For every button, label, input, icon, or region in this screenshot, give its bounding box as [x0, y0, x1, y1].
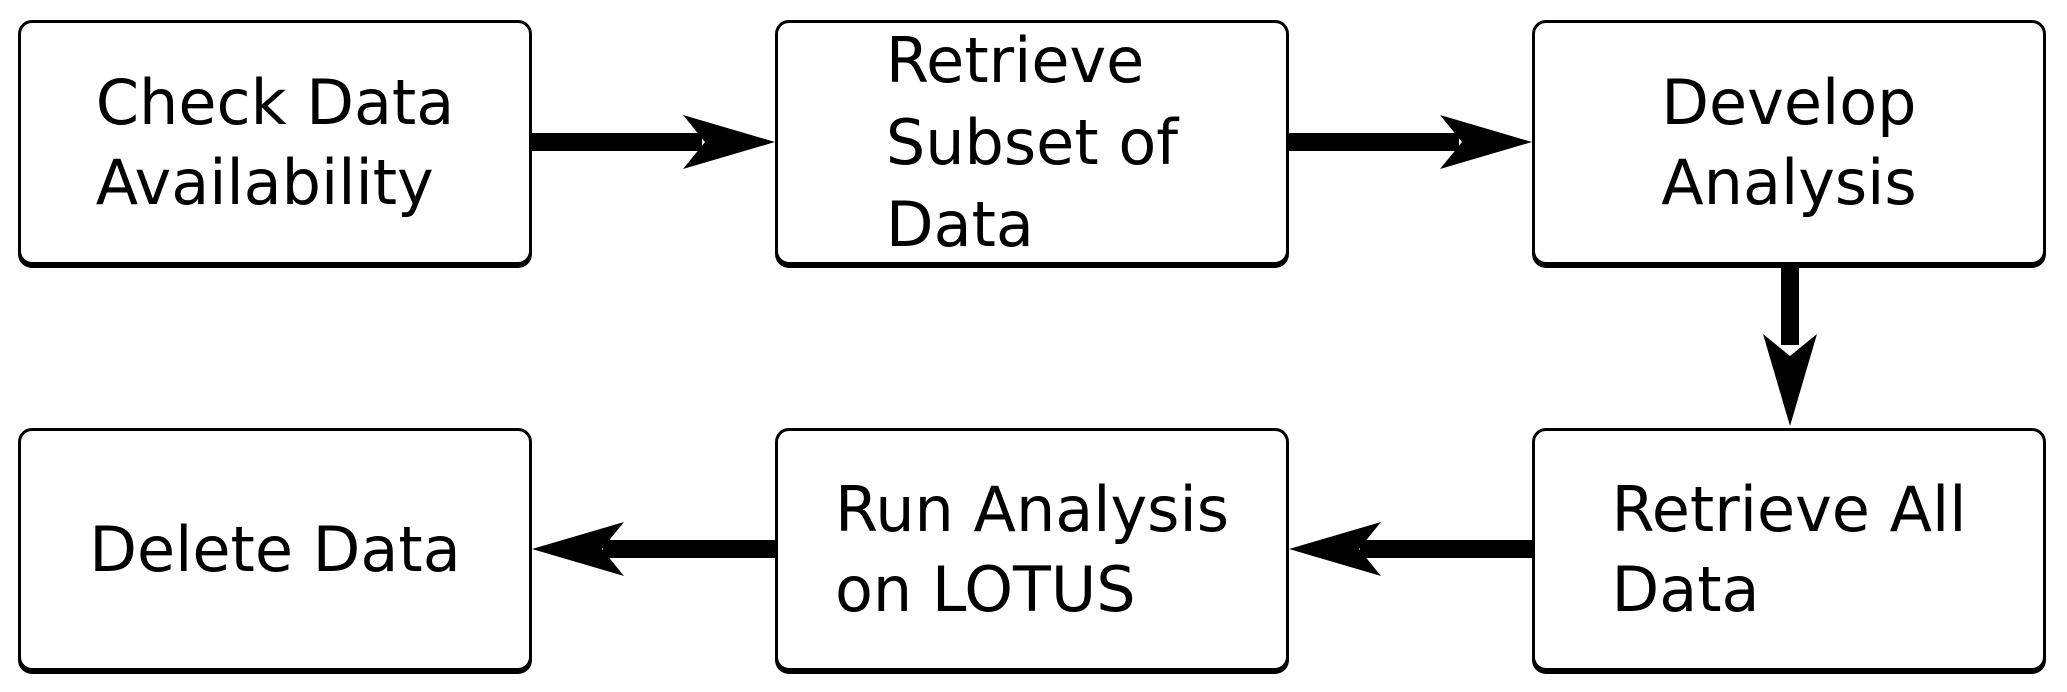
- step-label-line: Check Data: [95, 65, 455, 139]
- step-label-line: on LOTUS: [834, 552, 1136, 626]
- step-label-line: Data: [885, 187, 1034, 261]
- arrow-retrieve-all-to-run: [1289, 522, 1532, 576]
- arrow-develop-to-retrieve-all: [1763, 265, 1817, 426]
- step-retrieve-subset: Retrieve Subset of Data: [775, 20, 1289, 265]
- arrow-retrieve-subset-to-develop: [1289, 115, 1532, 169]
- step-label-line: Data: [1611, 552, 1760, 626]
- step-label-line: Subset of: [885, 105, 1179, 179]
- step-label: Retrieve All Data: [1611, 470, 1966, 630]
- step-run-analysis: Run Analysis on LOTUS: [775, 428, 1289, 671]
- arrow-check-to-retrieve-subset: [532, 115, 775, 169]
- step-label-line: Develop: [1661, 65, 1917, 139]
- step-retrieve-all-data: Retrieve All Data: [1532, 428, 2046, 671]
- step-label-line: Run Analysis: [834, 472, 1230, 546]
- step-label: Develop Analysis: [1661, 63, 1916, 223]
- step-label-line: Availability: [95, 145, 434, 219]
- step-check-data-availability: Check Data Availability: [18, 20, 532, 265]
- step-label: Check Data Availability: [96, 63, 454, 223]
- step-develop-analysis: Develop Analysis: [1532, 20, 2046, 265]
- step-label: Delete Data: [89, 510, 460, 590]
- step-label-line: Delete Data: [89, 512, 461, 586]
- arrow-run-to-delete: [532, 522, 775, 576]
- step-label-line: Retrieve All: [1611, 472, 1967, 546]
- step-delete-data: Delete Data: [18, 428, 532, 671]
- step-label: Retrieve Subset of Data: [886, 20, 1178, 266]
- step-label-line: Retrieve: [885, 23, 1145, 97]
- step-label-line: Analysis: [1661, 145, 1917, 219]
- step-label: Run Analysis on LOTUS: [835, 470, 1229, 630]
